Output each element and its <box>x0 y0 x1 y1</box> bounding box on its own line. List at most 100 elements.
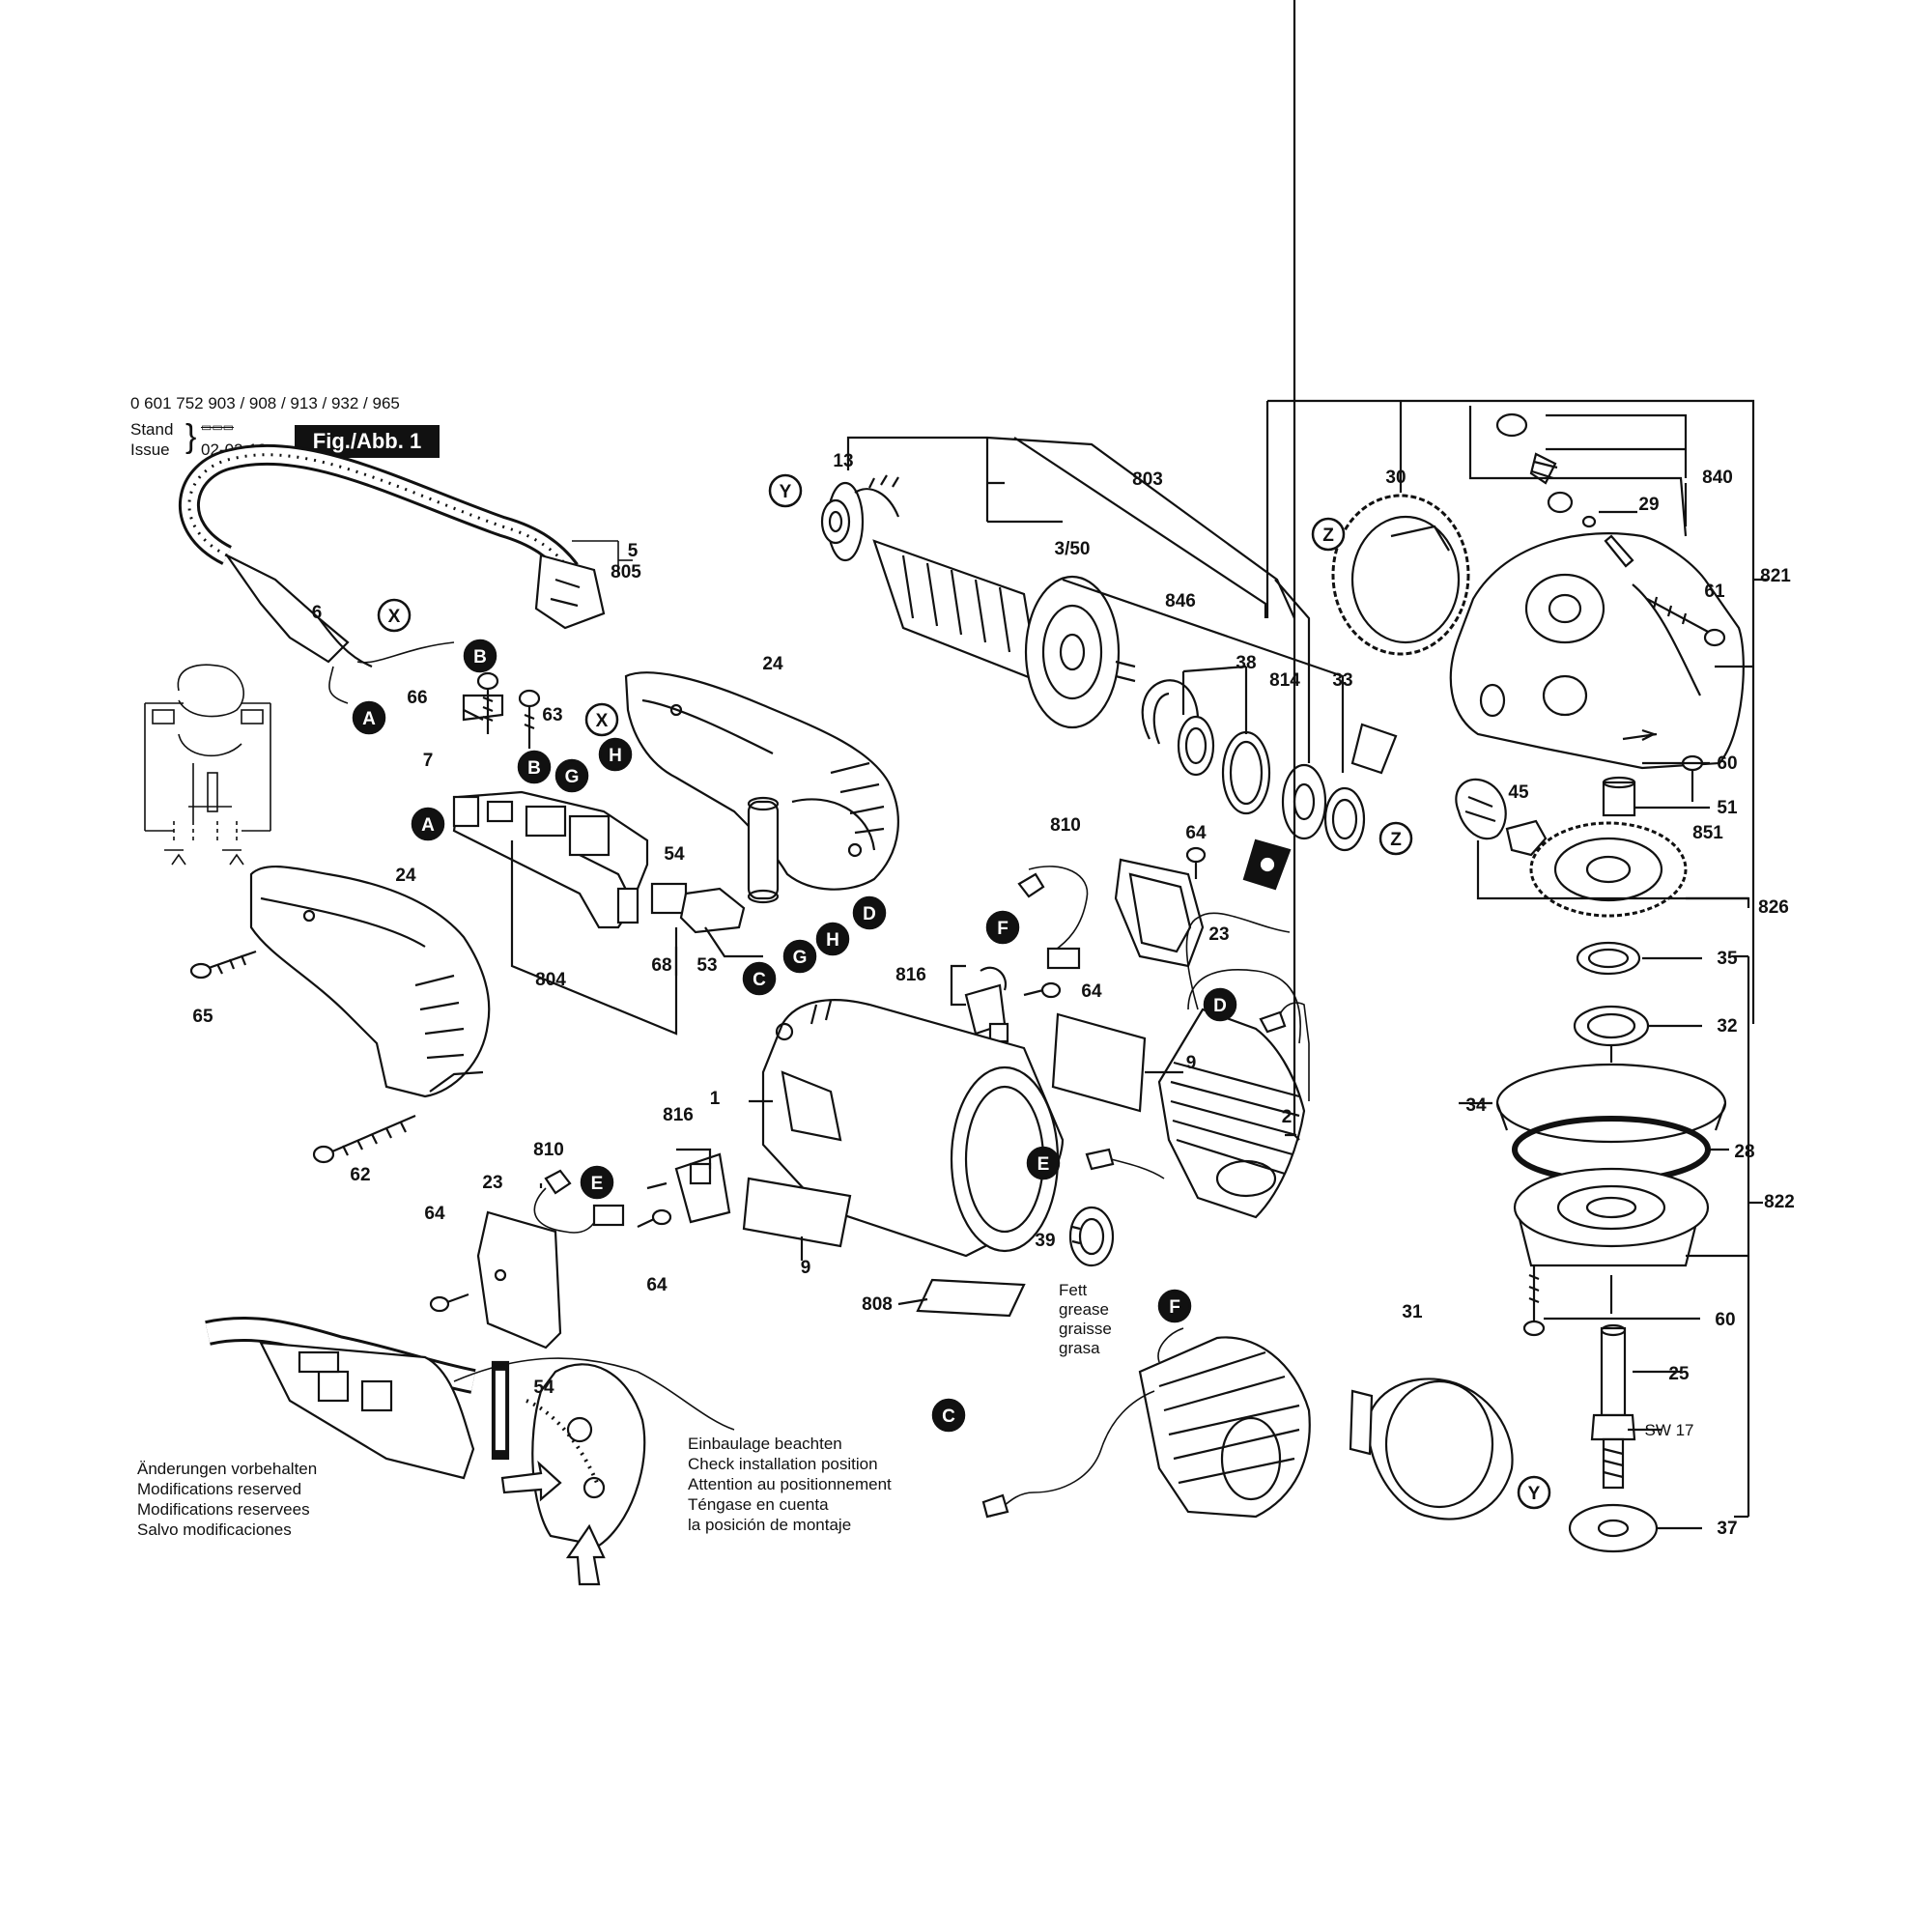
connector-marker-cF1: F <box>985 910 1020 945</box>
connector-circle <box>1378 821 1413 856</box>
connector-letter: Z <box>1390 830 1402 850</box>
part-label-p34: 34 <box>1465 1095 1487 1116</box>
modifications-line: Änderungen vorbehalten <box>137 1460 318 1478</box>
connector-letter: G <box>565 767 580 787</box>
connector-circle <box>931 1398 966 1433</box>
connector-marker-cX1: X <box>377 598 412 633</box>
part-label-p54b: 54 <box>533 1378 554 1398</box>
leader-lines <box>463 0 1768 1530</box>
connector-letter: G <box>793 948 808 968</box>
part-label-p13: 13 <box>833 451 853 471</box>
connector-letter: X <box>596 711 609 731</box>
connector-marker-cY1: Y <box>768 473 803 508</box>
part-label-p23b: 23 <box>482 1173 502 1193</box>
connector-circle <box>1517 1475 1551 1510</box>
part-label-p38: 38 <box>1236 653 1256 673</box>
screw-64-top-a <box>1185 846 1207 879</box>
part-label-p6: 6 <box>312 603 323 623</box>
retaining-ring-846 <box>1141 679 1200 745</box>
ring-33 <box>1323 786 1366 852</box>
screw-66 <box>476 671 499 734</box>
connector-circle <box>1026 1146 1061 1180</box>
part-label-p821: 821 <box>1760 566 1791 586</box>
part-label-p350: 3/50 <box>1055 539 1091 559</box>
screw-65 <box>189 950 257 980</box>
washer <box>1177 715 1215 777</box>
part-label-p803: 803 <box>1132 469 1163 490</box>
insulation-bottom <box>742 1177 852 1248</box>
carbon-brush-top <box>1017 866 1089 970</box>
part-label-p822: 822 <box>1764 1192 1795 1212</box>
struck-date-icon: ▭▭▭ <box>201 420 235 434</box>
connector-marker-cZ2: Z <box>1378 821 1413 856</box>
connector-circle <box>1203 987 1237 1022</box>
part-label-p5: 5 <box>628 541 639 561</box>
part-label-p9a: 9 <box>1186 1053 1197 1073</box>
screw-61 <box>1646 596 1726 647</box>
bearing-35 <box>1576 941 1641 976</box>
bushing-851 <box>1602 776 1636 817</box>
handle-half-top <box>624 671 899 891</box>
connector-marker-cC1: C <box>742 961 777 996</box>
part-label-p39: 39 <box>1035 1231 1055 1251</box>
connector-letter: B <box>473 647 487 668</box>
connector-letter: E <box>591 1174 604 1194</box>
connector-circle <box>352 700 386 735</box>
connector-letter: D <box>1213 996 1227 1016</box>
connector-marker-cB2: B <box>517 750 552 784</box>
installation-line: Einbaulage beachten <box>688 1435 842 1453</box>
part-label-p33: 33 <box>1332 670 1352 691</box>
wire-d <box>1185 912 1291 1010</box>
connector-marker-cG1: G <box>554 758 589 793</box>
packing-insert <box>1242 723 1398 891</box>
part-label-p51: 51 <box>1717 798 1738 818</box>
part-label-p37: 37 <box>1717 1519 1737 1539</box>
label-808 <box>916 1278 1026 1318</box>
part-label-p28: 28 <box>1734 1142 1754 1162</box>
part-label-p53: 53 <box>696 955 717 976</box>
insulation-top <box>1051 1012 1147 1113</box>
connector-marker-cZ1: Z <box>1311 517 1346 552</box>
ball-bearing-814 <box>1281 763 1327 840</box>
connector-marker-cA1: A <box>352 700 386 735</box>
connector-marker-cC2: C <box>931 1398 966 1433</box>
part-label-p804: 804 <box>535 970 566 990</box>
part-label-p816a: 816 <box>895 965 926 985</box>
part-label-p63: 63 <box>542 705 562 725</box>
screw-62 <box>312 1114 416 1164</box>
needle-cage-38 <box>1221 730 1271 815</box>
connector-circle <box>768 473 803 508</box>
connector-c-plug <box>981 1493 1009 1519</box>
bevel-gear-30 <box>1331 494 1470 656</box>
part-label-p64d: 64 <box>646 1275 668 1295</box>
connector-letter: D <box>863 904 876 924</box>
part-label-p846: 846 <box>1165 591 1196 611</box>
part-label-p23a: 23 <box>1208 924 1229 945</box>
brace-glyph: } <box>185 418 197 455</box>
pinion-45 <box>1455 778 1548 857</box>
connector-marker-cD1: D <box>852 895 887 930</box>
screw-64-bottom-a <box>637 1208 672 1228</box>
figure-badge: Fig./Abb. 1 <box>295 425 440 458</box>
modifications-line: Modifications reservees <box>137 1500 310 1519</box>
part-label-p814: 814 <box>1269 670 1300 691</box>
grease-note: Fett grease graisse grasa <box>1059 1281 1112 1358</box>
connector-letter: A <box>362 709 376 729</box>
flange-37 <box>1568 1503 1659 1553</box>
part-label-p29: 29 <box>1638 495 1659 515</box>
part-label-p60a: 60 <box>1717 753 1737 774</box>
part-label-p7: 7 <box>423 751 434 771</box>
bearing-13 <box>820 498 851 545</box>
connector-letter: X <box>388 607 401 627</box>
part-label-p816b: 816 <box>663 1105 694 1125</box>
connector-marker-cB1: B <box>463 639 497 673</box>
connector-circle <box>377 598 412 633</box>
spindle-25 <box>1590 1323 1636 1490</box>
screw-64-bottom-b <box>429 1293 469 1313</box>
part-label-p68: 68 <box>651 955 671 976</box>
spindle-lock-parts <box>1495 412 1634 568</box>
connector-letter: F <box>997 919 1009 939</box>
part-label-p25: 25 <box>1668 1364 1690 1384</box>
connector-letter: H <box>609 746 622 766</box>
part-label-p24b: 24 <box>395 866 416 886</box>
